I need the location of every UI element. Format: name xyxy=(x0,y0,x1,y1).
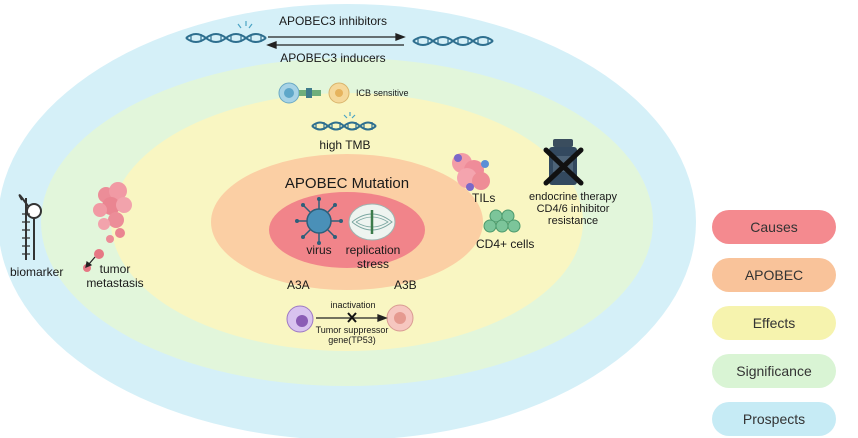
metastasis-arrow xyxy=(85,256,96,268)
high-tmb-label: high TMB xyxy=(319,138,371,152)
biomarker-icon xyxy=(18,194,42,260)
legend-significance-label: Significance xyxy=(736,363,812,379)
a3b-label: A3B xyxy=(394,278,417,292)
endocrine-label-2: CD4/6 inhibitor xyxy=(536,203,610,215)
dna-left-icon xyxy=(185,33,267,43)
inhibitors-label: APOBEC3 inhibitors xyxy=(278,14,388,28)
inactivation-arrow xyxy=(316,314,388,322)
sparkle-left-icon xyxy=(237,21,253,29)
endocrine-label-3: resistance xyxy=(547,215,599,227)
tumor-metastasis-label-2: metastasis xyxy=(86,276,144,290)
inducers-label: APOBEC3 inducers xyxy=(280,51,386,65)
virus-icon xyxy=(295,197,343,245)
apobec-mutation-label: APOBEC Mutation xyxy=(284,175,410,192)
tils-cells-icon xyxy=(452,153,490,191)
replication-label-1: replication xyxy=(345,243,401,257)
block-x-icon xyxy=(347,312,357,323)
sparkle-tmb-icon xyxy=(343,112,356,119)
legend-causes: Causes xyxy=(712,210,836,244)
legend-effects: Effects xyxy=(712,306,836,340)
replication-label-2: stress xyxy=(356,257,389,271)
normal-cell-icon xyxy=(286,305,314,333)
replication-cell-icon xyxy=(348,203,396,241)
biomarker-label: biomarker xyxy=(10,265,64,279)
inhibitor-arrow xyxy=(268,33,406,41)
legend-causes-label: Causes xyxy=(750,219,798,235)
icb-label: ICB sensitive xyxy=(356,88,409,98)
a3a-label: A3A xyxy=(287,278,310,292)
legend-apobec: APOBEC xyxy=(712,258,836,292)
tumor-cell-icon xyxy=(386,304,414,332)
tumor-suppressor-label-2: gene(TP53) xyxy=(328,335,376,345)
inducer-arrow xyxy=(266,41,404,49)
cd4-cells-icon xyxy=(483,209,521,233)
dna-tmb-icon xyxy=(311,121,377,131)
inactivation-label: inactivation xyxy=(330,300,376,310)
virus-label: virus xyxy=(306,243,332,257)
dna-right-icon xyxy=(412,36,494,46)
tumor-metastasis-label-1: tumor xyxy=(99,262,131,276)
endocrine-label-1: endocrine therapy xyxy=(528,191,618,203)
tumor-suppressor-label-1: Tumor suppressor xyxy=(315,325,389,335)
cross-out-icon xyxy=(543,147,584,186)
legend-apobec-label: APOBEC xyxy=(744,267,804,283)
tumor-cluster-icon xyxy=(83,182,132,272)
tils-label: TILs xyxy=(472,191,496,205)
legend-effects-label: Effects xyxy=(752,315,796,331)
icb-cells-icon xyxy=(278,82,350,104)
legend-prospects: Prospects xyxy=(712,402,836,436)
legend-significance: Significance xyxy=(712,354,836,388)
cd4-label: CD4+ cells xyxy=(476,237,535,251)
legend-prospects-label: Prospects xyxy=(742,411,806,427)
